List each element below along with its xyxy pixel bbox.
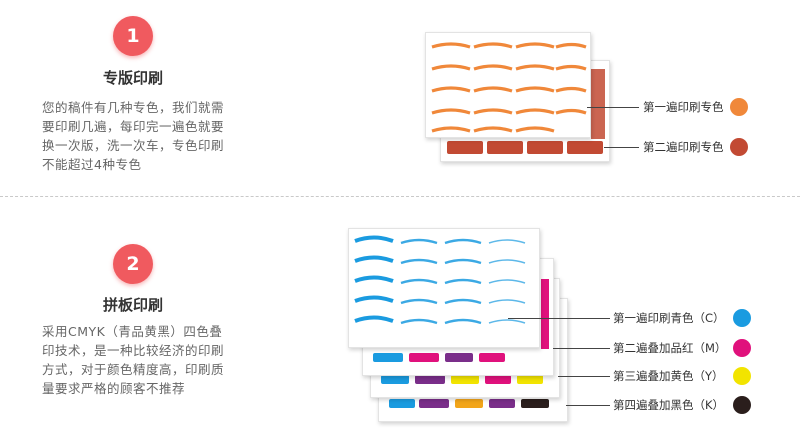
callout-line-2 <box>604 147 639 148</box>
first-spot-cup-pattern <box>431 42 587 133</box>
red-brown-color-dot <box>730 138 748 156</box>
section-title: 拼板印刷 <box>102 296 163 314</box>
callout-line-3 <box>558 376 610 377</box>
section-description: 您的稿件有几种专色，我们就需要印刷几遍，每印完一遍色就要换一次版，洗一次车，专色… <box>42 100 225 172</box>
orange-color-dot <box>730 98 748 116</box>
section-cmyk-printing: 2 拼板印刷 采用CMYK（青品黄黑）四色叠印技术，是一种比较经济的印刷方式，对… <box>0 198 800 435</box>
callout-line-1 <box>587 107 639 108</box>
magenta-layer-cup-pattern <box>373 279 549 362</box>
black-layer-cup-pattern <box>389 399 549 408</box>
yellow-layer-cup-pattern <box>381 375 543 384</box>
callout-line-2 <box>553 348 610 349</box>
callout-line-4 <box>566 405 610 406</box>
callout-line-1 <box>508 318 610 319</box>
section-divider <box>0 196 800 197</box>
callout-label-black: 第四遍叠加黑色（K） <box>613 398 725 412</box>
callout-label-yellow: 第三遍叠加黄色（Y） <box>613 369 724 383</box>
section-spot-color-printing: 1 专版印刷 您的稿件有几种专色，我们就需要印刷几遍，每印完一遍色就要换一次版，… <box>0 0 800 196</box>
callout-label-magenta: 第二遍叠加品红（M） <box>613 341 727 355</box>
black-color-dot <box>733 396 751 414</box>
sheet-cyan-layer <box>348 228 540 348</box>
callout-label-second-spot: 第二遍印刷专色 <box>643 140 724 154</box>
yellow-color-dot <box>733 367 751 385</box>
step-number-badge: 1 <box>113 16 153 56</box>
section-title: 专版印刷 <box>102 69 163 87</box>
callout-label-cyan: 第一遍印刷青色（C） <box>613 311 725 325</box>
cyan-color-dot <box>733 309 751 327</box>
section-description: 采用CMYK（青品黄黑）四色叠印技术，是一种比较经济的印刷方式，对于颜色精度高，… <box>42 324 225 396</box>
magenta-color-dot <box>733 339 751 357</box>
second-spot-cup-pattern <box>447 69 605 154</box>
callout-label-first-spot: 第一遍印刷专色 <box>643 100 724 114</box>
sheet-first-spot <box>425 32 591 138</box>
cyan-layer-cup-pattern <box>354 235 526 325</box>
step-number-badge: 2 <box>113 244 153 284</box>
